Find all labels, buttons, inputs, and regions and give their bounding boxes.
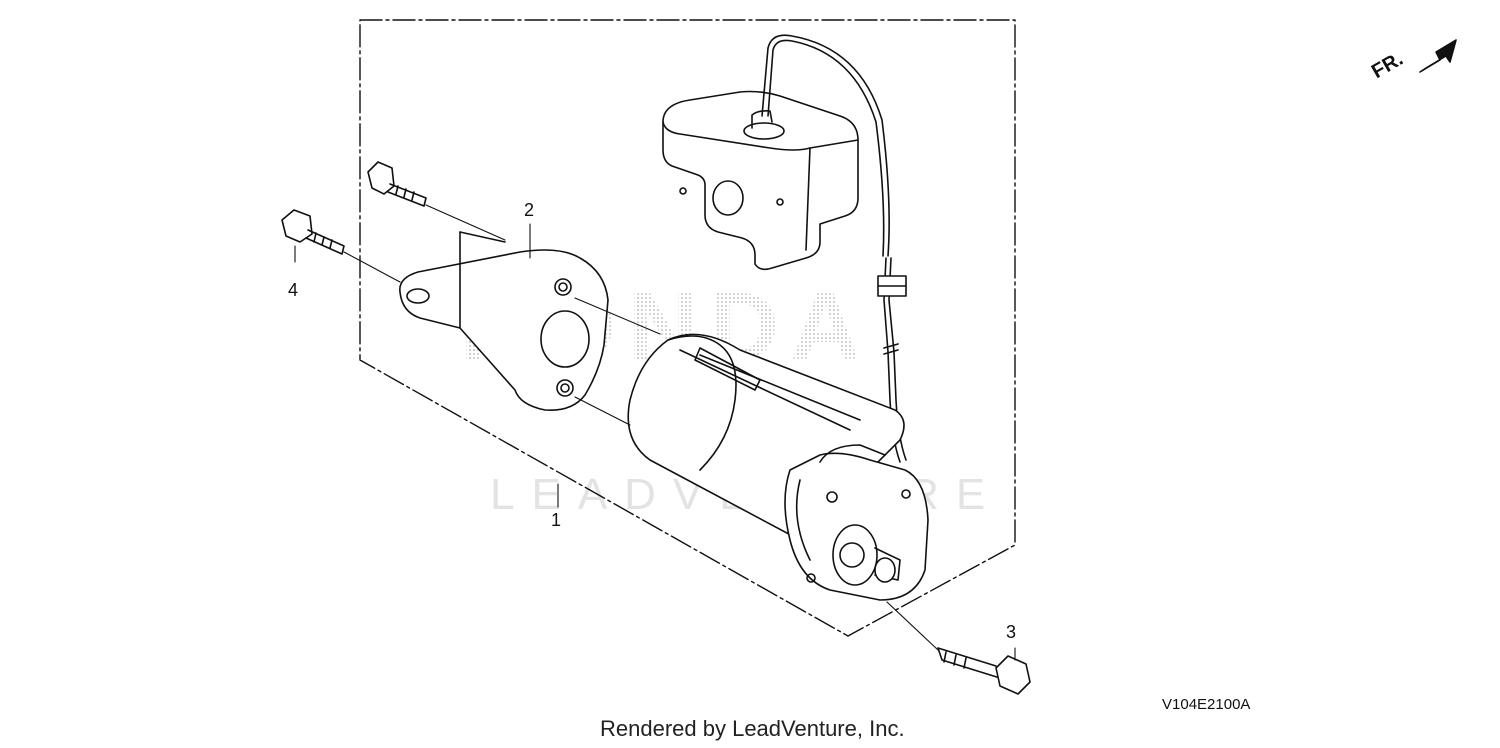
bolt-long (937, 647, 1031, 695)
control-box (662, 90, 859, 271)
assembly-boundary (359, 19, 1016, 637)
bolt-bracket (281, 209, 345, 255)
leader-lines (294, 204, 1016, 661)
diagram-code: V104E2100A (1162, 696, 1251, 713)
starter-motor (627, 333, 929, 601)
front-direction-arrow (1419, 39, 1457, 73)
callout-3-bolt: 3 (1006, 622, 1017, 642)
render-credit: Rendered by LeadVenture, Inc. (600, 716, 905, 741)
callout-1-starter-motor: 1 (551, 510, 562, 530)
cable (761, 34, 907, 463)
bolt-upper (367, 161, 427, 207)
callout-2-bracket: 2 (524, 200, 535, 220)
mounting-bracket (399, 231, 609, 412)
callout-4-bolt: 4 (288, 280, 299, 300)
